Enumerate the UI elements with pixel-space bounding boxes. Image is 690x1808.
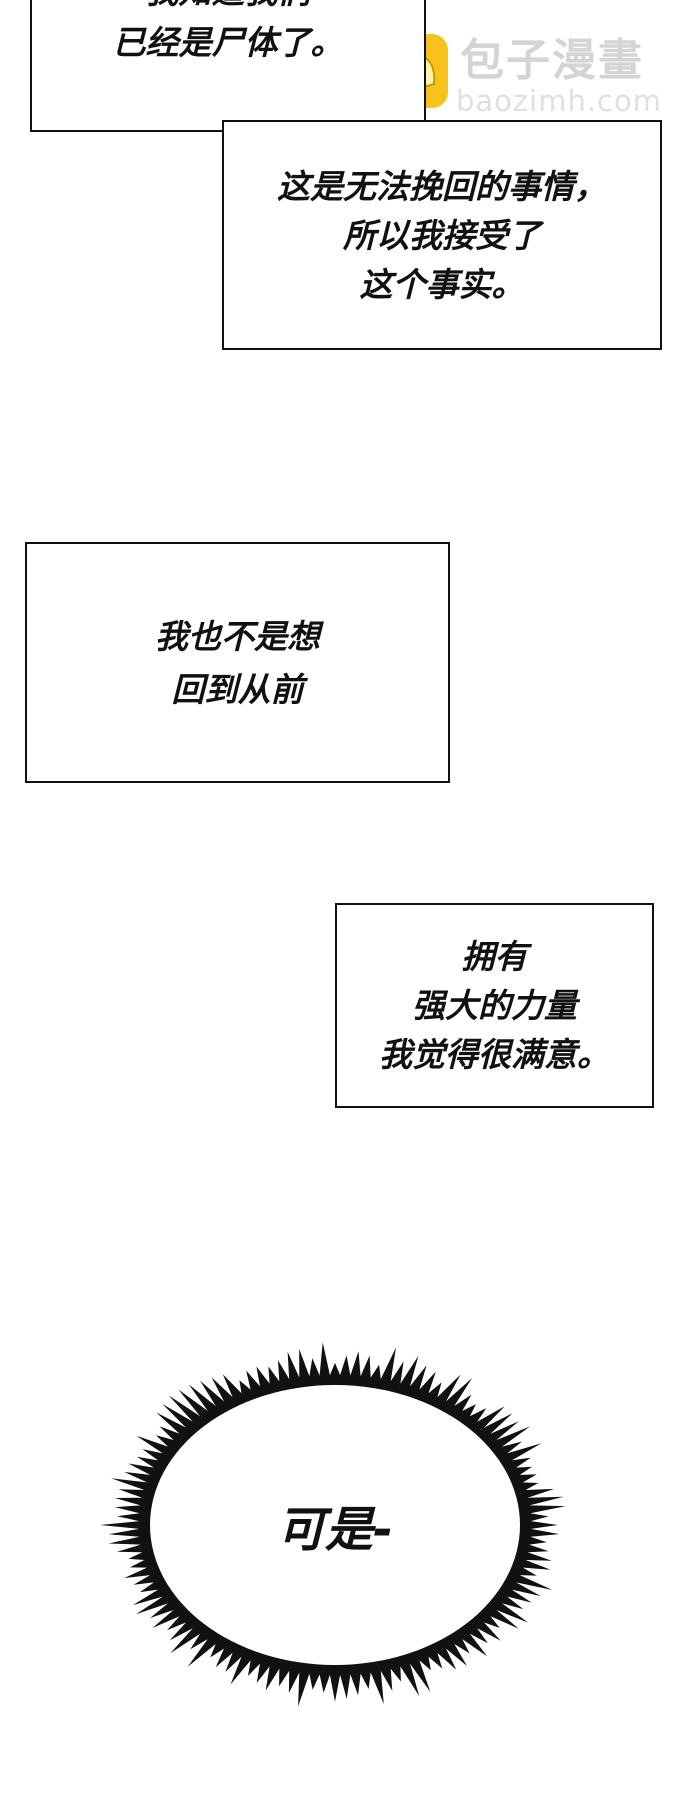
- caption-line: 这是无法挽回的事情，: [277, 166, 607, 206]
- caption-line: 强大的力量: [412, 986, 577, 1025]
- watermark-name: 包子漫畫: [460, 35, 644, 86]
- caption-box-4: 拥有 强大的力量 我觉得很满意。: [335, 903, 654, 1108]
- burst-text: 可是-: [277, 1502, 393, 1558]
- burst-bubble: 可是-: [100, 1340, 570, 1710]
- caption-box-3: 我也不是想 回到从前: [25, 542, 450, 783]
- watermark-url: baozimh.com: [456, 84, 662, 118]
- caption-line: 拥有: [461, 937, 528, 976]
- spiky-burst-ring-icon: [100, 1342, 566, 1707]
- caption-line: 我知道我们: [146, 0, 311, 17]
- caption-line: 我也不是想: [155, 616, 320, 656]
- caption-box-2: 这是无法挽回的事情， 所以我接受了 这个事实。: [222, 120, 662, 350]
- caption-line: 回到从前: [171, 669, 304, 709]
- caption-line: 我觉得很满意。: [379, 1035, 610, 1074]
- caption-line: 所以我接受了: [343, 215, 541, 255]
- caption-line: 这个事实。: [359, 264, 525, 304]
- caption-box-1: 我知道我们 已经是尸体了。: [30, 0, 426, 132]
- caption-line: 已经是尸体了。: [112, 23, 344, 62]
